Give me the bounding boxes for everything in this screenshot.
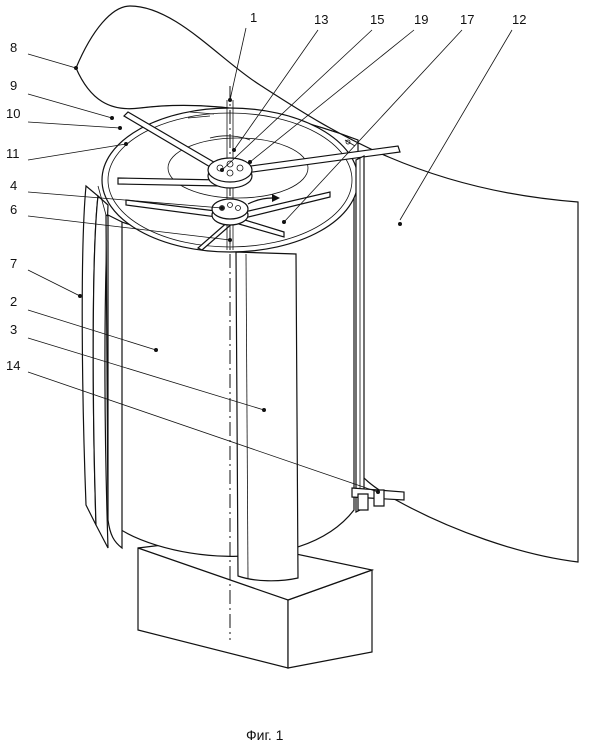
upper-hub xyxy=(207,157,253,189)
label-3: 3 xyxy=(10,322,17,337)
label-1: 1 xyxy=(250,10,257,25)
leader-lines xyxy=(27,27,513,493)
lower-hub xyxy=(211,198,249,250)
label-13: 13 xyxy=(314,12,328,27)
reference-labels: 1 13 15 19 17 12 8 9 10 11 4 6 7 2 3 14 xyxy=(6,10,526,373)
rotation-arrow xyxy=(247,194,280,205)
label-11: 11 xyxy=(6,146,20,161)
label-15: 15 xyxy=(370,12,384,27)
label-7: 7 xyxy=(10,256,17,271)
misc-details xyxy=(97,111,356,216)
label-19: 19 xyxy=(414,12,428,27)
guide-plate-7 xyxy=(81,184,109,549)
label-2: 2 xyxy=(10,294,17,309)
label-17: 17 xyxy=(460,12,474,27)
label-14: 14 xyxy=(6,358,20,373)
label-10: 10 xyxy=(6,106,20,121)
label-6: 6 xyxy=(10,202,17,217)
figure-caption: Фиг. 1 xyxy=(246,727,284,743)
label-9: 9 xyxy=(10,78,17,93)
label-12: 12 xyxy=(512,12,526,27)
leader-dots xyxy=(74,66,402,494)
right-post xyxy=(355,155,365,513)
label-8: 8 xyxy=(10,40,17,55)
label-4: 4 xyxy=(10,178,17,193)
